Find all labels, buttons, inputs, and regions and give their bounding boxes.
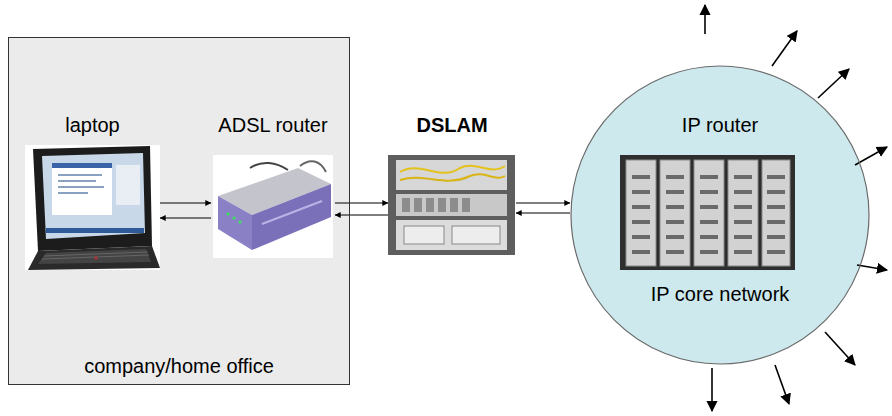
laptop-picture [25, 145, 160, 270]
link-arrow [516, 213, 570, 214]
core-circle: IP router IP core network [570, 65, 870, 365]
laptop-node: laptop [25, 110, 160, 272]
dslam-picture [388, 155, 515, 255]
link-arrow [160, 218, 211, 219]
office-ground [8, 37, 350, 385]
node-label: DSLAM [388, 113, 516, 137]
node-label: ADSL router [211, 113, 335, 137]
dslam-node: DSLAM [388, 110, 516, 257]
router-node: ADSL router [211, 110, 335, 260]
outgoing-arrows [705, 5, 887, 411]
link-arrow [335, 215, 388, 216]
link-arrow [516, 203, 570, 204]
circle-outline [570, 65, 870, 365]
node-label: company/home office [9, 354, 349, 378]
link-arrow [160, 203, 211, 204]
node-label: laptop [25, 113, 160, 137]
circle-outline [571, 66, 869, 364]
office-box: company/home office laptop ADSL router [8, 37, 350, 385]
ip-router-picture [620, 155, 795, 270]
router-picture [213, 155, 333, 258]
node-label: IP router [570, 113, 870, 137]
node-label: IP core network [570, 282, 870, 306]
core-ground [571, 66, 869, 364]
link-arrow [335, 203, 388, 204]
